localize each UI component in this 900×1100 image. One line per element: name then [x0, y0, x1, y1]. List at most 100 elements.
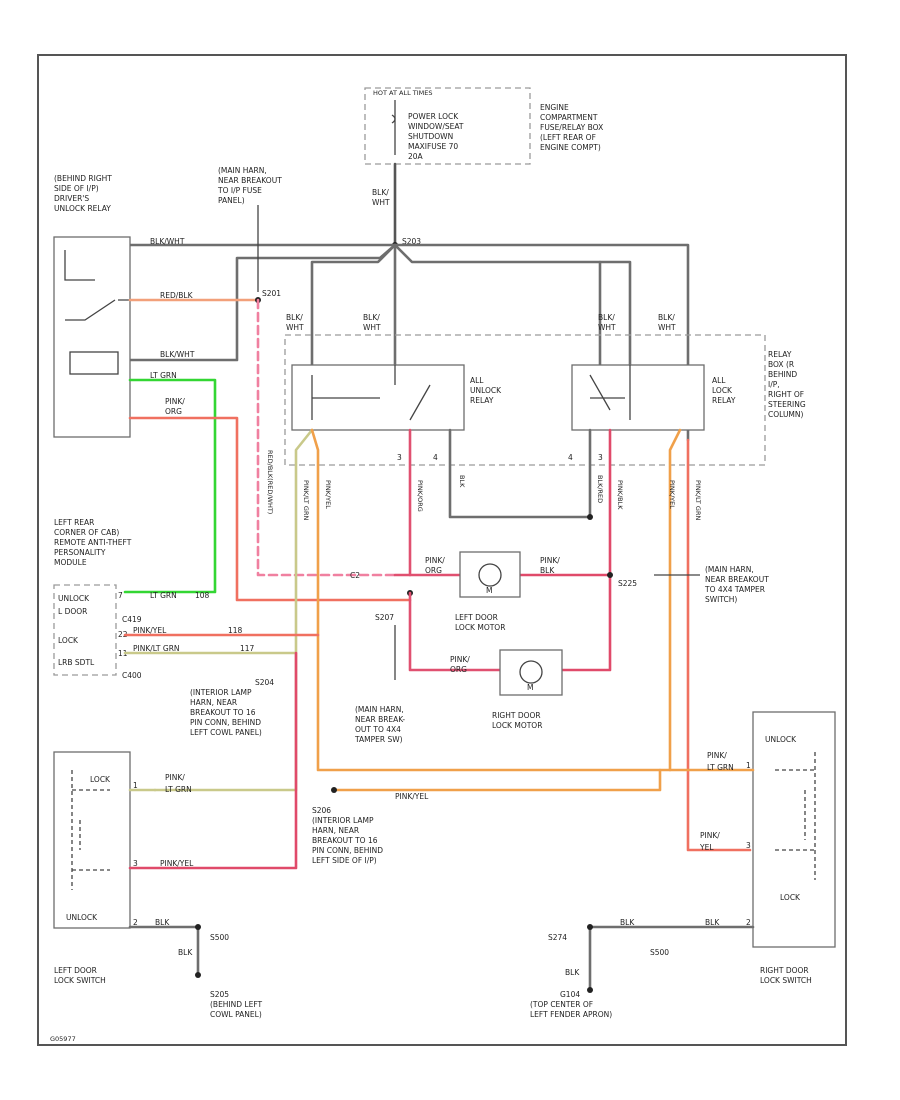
- wire-label-blk-wht-1: BLK/WHT: [150, 237, 185, 246]
- wire-pink-org: [128, 416, 412, 602]
- svg-text:ORG: ORG: [450, 665, 467, 674]
- right-door-motor-box: [499, 649, 563, 696]
- driver-unlock-relay-location: (BEHIND RIGHT SIDE OF I/P) DRIVER'S UNLO…: [54, 174, 112, 213]
- left-door-motor-label: LEFT DOOR LOCK MOTOR: [455, 613, 505, 632]
- relay-switch-icon: [311, 365, 431, 421]
- splice-s204-label: S204 (INTERIOR LAMP HARN, NEAR BREAKOUT …: [190, 678, 274, 737]
- relay-switch-icon-2: [589, 365, 631, 420]
- wire-blk-ground-loop: [448, 428, 592, 519]
- svg-text:LOCK: LOCK: [712, 386, 733, 395]
- wire-vert-1-label: PINK/LT GRN: [302, 480, 310, 520]
- svg-text:UNLOCK RELAY: UNLOCK RELAY: [54, 204, 111, 213]
- s500b-label: S500: [650, 948, 669, 957]
- svg-text:LEFT DOOR: LEFT DOOR: [455, 613, 498, 622]
- module-unlock-label: UNLOCK: [58, 594, 90, 603]
- pin-3b: 3: [598, 453, 603, 462]
- corner-id: G05977: [50, 1035, 76, 1043]
- wire-mod-lt-grn-label: LT GRN: [150, 591, 177, 600]
- splice-top-note: (MAIN HARN, NEAR BREAKOUT TO I/P FUSE PA…: [217, 166, 282, 205]
- wire-bus-to-relays: [310, 243, 397, 367]
- wire-vert-6-label: BLK/RED: [596, 475, 604, 503]
- fuse-symbol-icon: [391, 100, 396, 155]
- connector-c2-label: C2: [350, 571, 360, 580]
- ground-g205-dot: [195, 972, 201, 978]
- splice-s274-dot: [587, 924, 593, 930]
- relay-box-dashed: [284, 334, 766, 466]
- splice-s207-label: S207: [375, 613, 394, 622]
- diagram-frame: [37, 54, 847, 1046]
- wire-mod-pink-ltgrn-label: PINK/LT GRN: [133, 644, 180, 653]
- pin-11-label: 11: [118, 649, 128, 658]
- module-lrb-label: LRB SDTL: [58, 658, 95, 667]
- relay-box-location: RELAY BOX (R BEHIND I/P, RIGHT OF STEERI…: [768, 350, 806, 419]
- relay-contact-icon: [64, 250, 130, 375]
- svg-text:WHT: WHT: [286, 323, 304, 332]
- svg-text:BOX (R: BOX (R: [768, 360, 794, 369]
- svg-text:LEFT REAR: LEFT REAR: [54, 518, 94, 527]
- svg-text:RELAY: RELAY: [712, 396, 736, 405]
- wire-h-pink-org-label: PINK/YEL: [395, 792, 429, 801]
- left-switch-name-label: LEFT DOOR LOCK SWITCH: [54, 966, 106, 985]
- svg-text:LOCK MOTOR: LOCK MOTOR: [455, 623, 505, 632]
- svg-text:PINK/: PINK/: [425, 556, 445, 565]
- svg-text:(BEHIND LEFT: (BEHIND LEFT: [210, 1000, 263, 1009]
- wire-label-pink-blk: PINK/ BLK: [540, 556, 560, 575]
- ground-g104-dot: [587, 987, 593, 993]
- right-switch-lock-label: LOCK: [780, 893, 801, 902]
- splice-s500-dot: [195, 924, 201, 930]
- driver-unlock-relay-box: [53, 236, 131, 438]
- svg-text:PINK/: PINK/: [700, 831, 720, 840]
- wire-vert-4-label: PINK/ORG: [416, 480, 424, 512]
- svg-text:BREAKOUT TO 16: BREAKOUT TO 16: [312, 836, 378, 845]
- svg-text:STEERING: STEERING: [768, 400, 806, 409]
- svg-text:PIN CONN, BEHIND: PIN CONN, BEHIND: [312, 846, 383, 855]
- left-switch-lock-label: LOCK: [90, 775, 111, 784]
- pin-22-label: 22: [118, 630, 128, 639]
- wire-label-blk-wht-top: BLK/ WHT: [372, 188, 390, 207]
- wire-bus-to-relays-2: [393, 243, 632, 367]
- wire-bus-inner-right: [128, 243, 397, 362]
- junction-blk: [587, 514, 593, 520]
- svg-text:NEAR BREAK-: NEAR BREAK-: [355, 715, 405, 724]
- svg-text:MODULE: MODULE: [54, 558, 87, 567]
- svg-text:DRIVER'S: DRIVER'S: [54, 194, 89, 203]
- wire-vert-8-label: PINK/YEL: [668, 480, 676, 509]
- wire-rs-blk: [588, 925, 755, 992]
- svg-text:BLK/: BLK/: [363, 313, 380, 322]
- svg-text:LOCK SWITCH: LOCK SWITCH: [54, 976, 106, 985]
- svg-text:LEFT DOOR: LEFT DOOR: [54, 966, 97, 975]
- svg-text:RIGHT DOOR: RIGHT DOOR: [492, 711, 541, 720]
- fuse-location-label: ENGINE COMPARTMENT FUSE/RELAY BOX (LEFT …: [540, 103, 603, 152]
- svg-text:FUSE/RELAY BOX: FUSE/RELAY BOX: [540, 123, 603, 132]
- svg-text:COWL PANEL): COWL PANEL): [210, 1010, 262, 1019]
- splice-s225-label: S225: [618, 579, 637, 588]
- all-unlock-relay-label: ALL UNLOCK RELAY: [470, 376, 502, 405]
- wire-red-blk-dashed: [256, 298, 397, 577]
- left-switch-contact-icon: [71, 770, 110, 890]
- svg-text:HARN, NEAR: HARN, NEAR: [190, 698, 237, 707]
- svg-text:WHT: WHT: [372, 198, 390, 207]
- wire-ls-pink-blk: [128, 651, 298, 870]
- wire-pink-ltgrn-relay: [153, 428, 314, 792]
- svg-text:TAMPER SW): TAMPER SW): [354, 735, 403, 744]
- pin-7-label: 7: [118, 591, 123, 600]
- wire-rs-pink-yel-label: PINK/ YEL: [699, 831, 720, 852]
- right-switch-box: [752, 711, 836, 948]
- svg-text:NEAR BREAKOUT: NEAR BREAKOUT: [705, 575, 769, 584]
- pin-rs-b: 3: [746, 841, 751, 850]
- left-door-motor-box: [459, 551, 521, 598]
- svg-text:ENGINE COMPT): ENGINE COMPT): [540, 143, 601, 152]
- svg-text:UNLOCK: UNLOCK: [470, 386, 502, 395]
- module-ldoor-label: L DOOR: [58, 607, 87, 616]
- wire-lt-grn: [123, 378, 217, 594]
- splice-s207-note: (MAIN HARN, NEAR BREAK- OUT TO 4X4 TAMPE…: [354, 705, 405, 744]
- wire-rs-blk-1-label: BLK: [620, 918, 635, 927]
- pin-rs-a: 1: [746, 761, 751, 770]
- svg-text:BLK/: BLK/: [658, 313, 675, 322]
- svg-text:RIGHT OF: RIGHT OF: [768, 390, 804, 399]
- wire-vert-2-label: PINK/YEL: [324, 480, 332, 509]
- blk-wht-label-c: BLK/ WHT: [598, 313, 616, 332]
- blk-wht-label-a: BLK/ WHT: [286, 313, 304, 332]
- wire-label-red-blk: RED/BLK: [160, 291, 194, 300]
- svg-text:(MAIN HARN,: (MAIN HARN,: [705, 565, 754, 574]
